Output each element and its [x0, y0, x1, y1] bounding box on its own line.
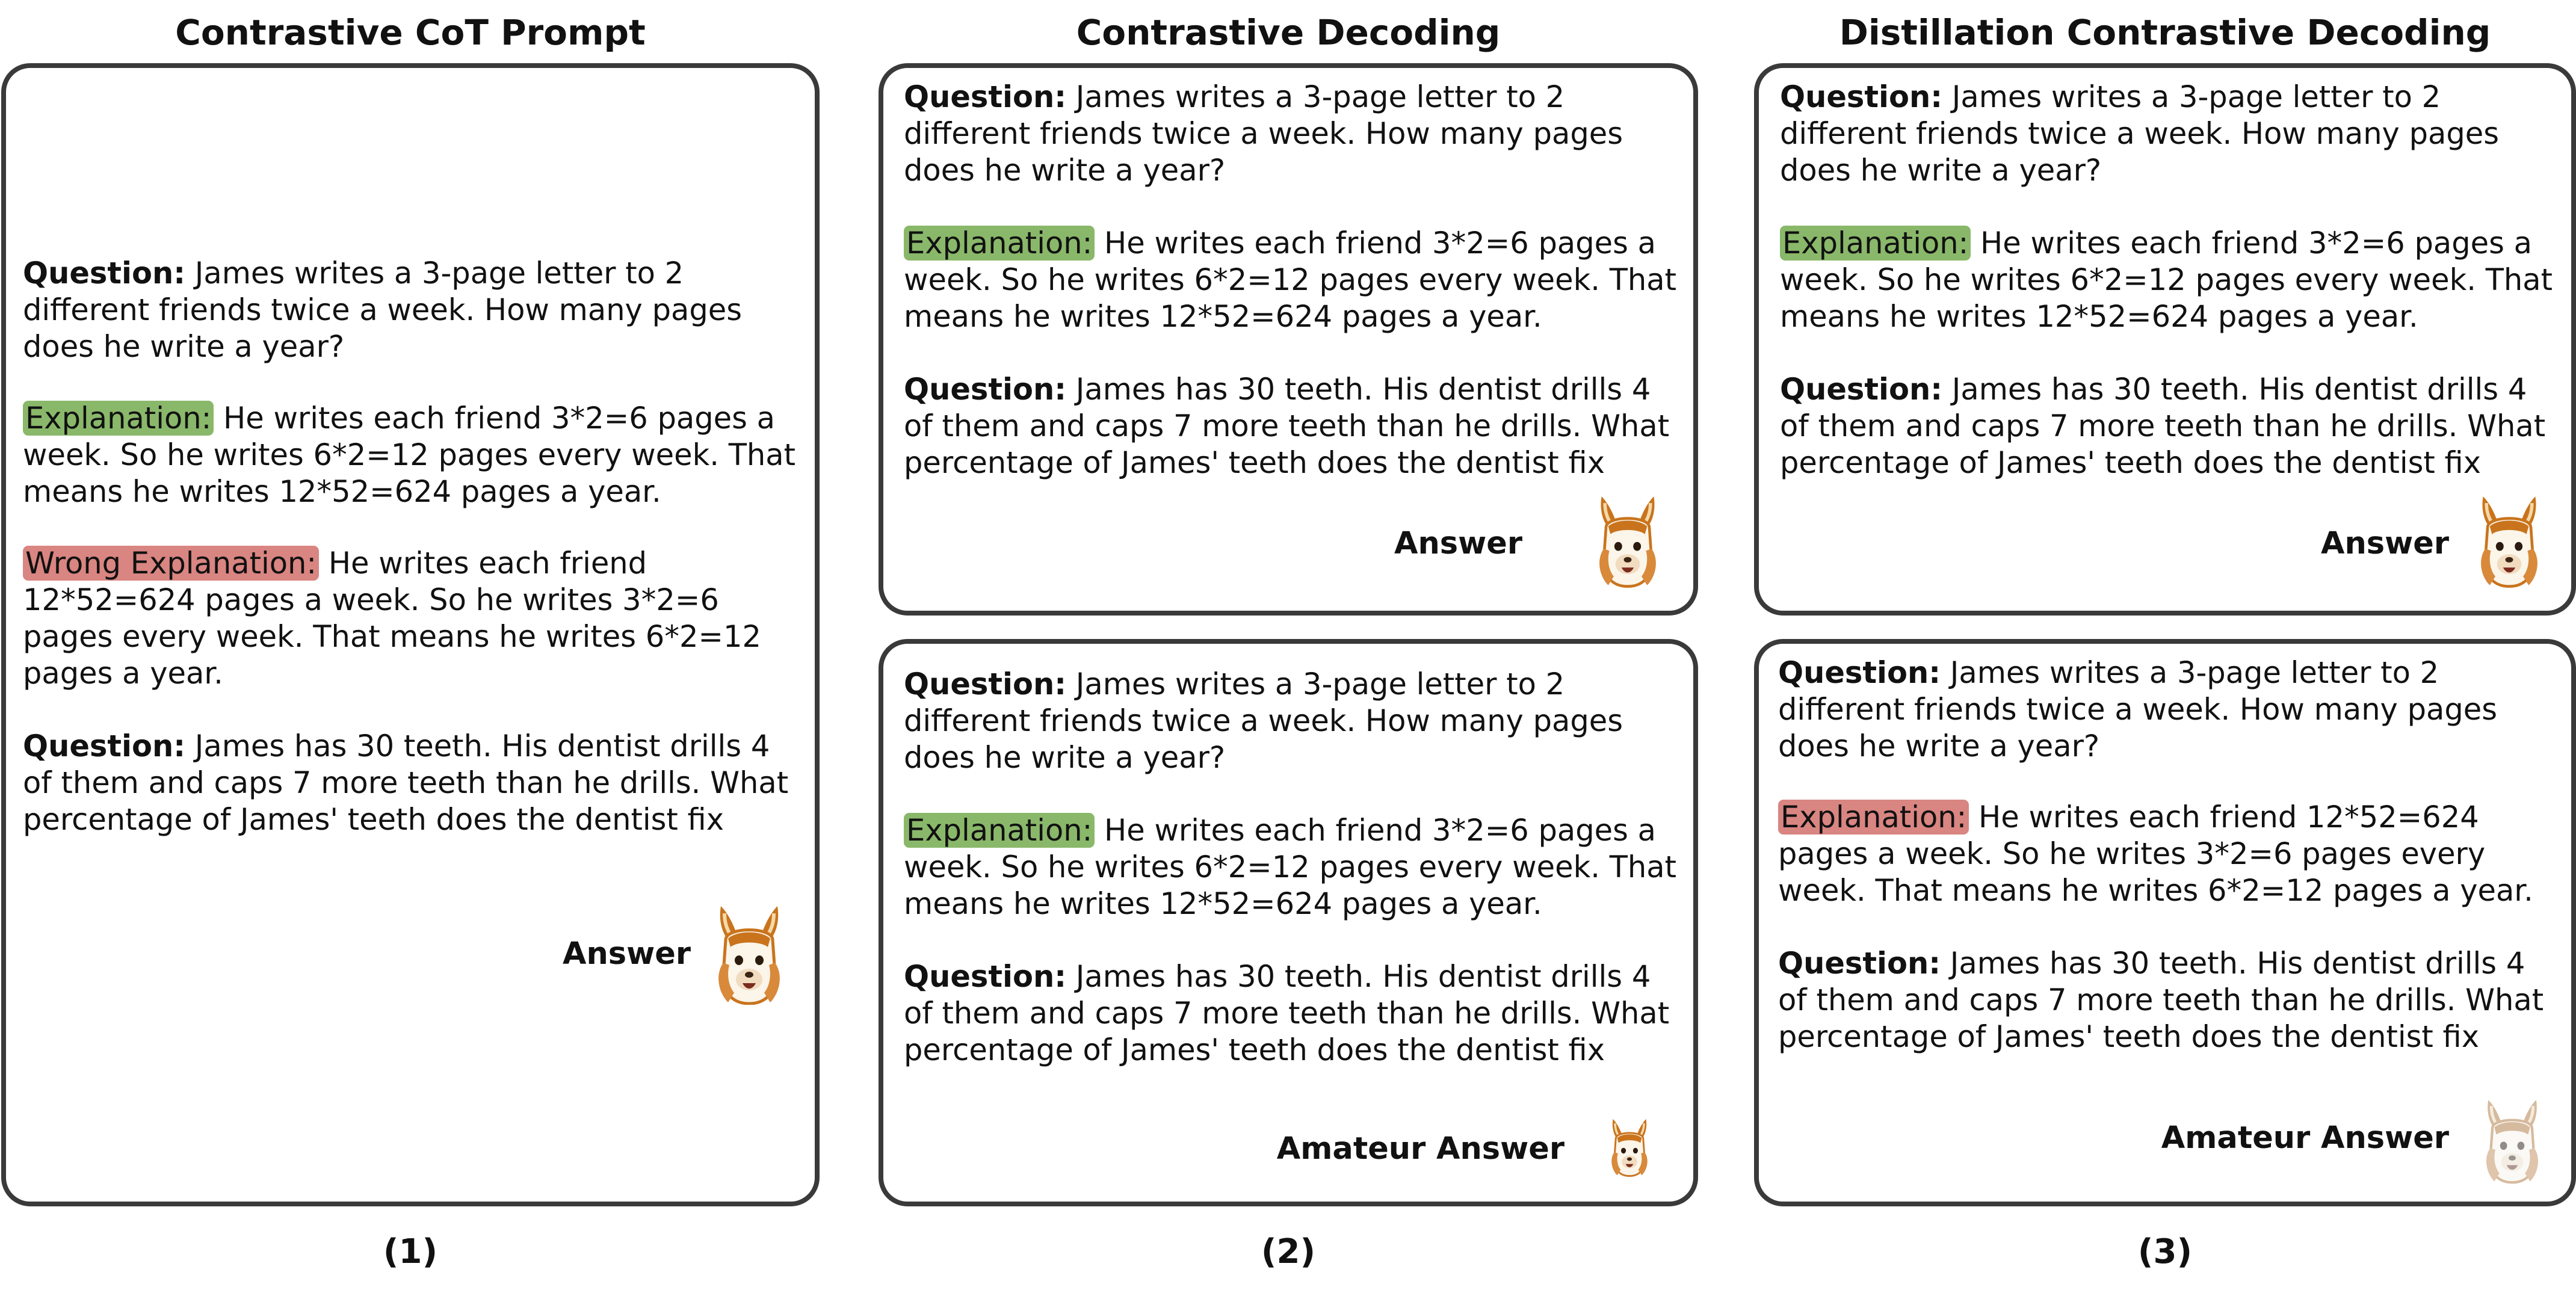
explanation-label: Explanation: [904, 813, 1095, 848]
question-text: James has 30 teeth. His dentist drills 4… [1780, 372, 2546, 480]
question-label: Question: [23, 729, 186, 764]
cot-answer-label: Answer [563, 936, 691, 972]
contrastive-cot-panel [1, 63, 820, 1206]
question-label: Question: [904, 372, 1067, 407]
question-label: Question: [1778, 946, 1941, 981]
column-title-contrastive-decoding: Contrastive Decoding [1076, 12, 1501, 53]
contrastive-decoding-expert-panel [879, 63, 1698, 616]
explanation-text: He writes each friend 3*2=6 pages a week… [23, 401, 796, 509]
explanation-text: He writes each friend 3*2=6 pages a week… [1780, 226, 2553, 334]
panel-number-3: (3) [2137, 1232, 2193, 1271]
explanation-text: He writes each friend 3*2=6 pages a week… [904, 226, 1677, 334]
small-llama-icon [1607, 1116, 1652, 1177]
question-label: Question: [1778, 655, 1941, 690]
cd-expert-question-1: Question: James writes a 3-page letter t… [904, 79, 1686, 189]
explanation-label: Explanation: [23, 401, 214, 436]
question-label: Question: [23, 256, 186, 291]
question-label: Question: [904, 79, 1067, 114]
dcd-amateur-question-2: Question: James has 30 teeth. His dentis… [1778, 945, 2560, 1055]
dcd-expert-question-1: Question: James writes a 3-page letter t… [1780, 79, 2562, 189]
dcd-expert-panel [1754, 63, 2576, 616]
cd-expert-question-2: Question: James has 30 teeth. His dentis… [904, 371, 1686, 481]
column-title-distillation-contrastive-decoding: Distillation Contrastive Decoding [1839, 12, 2491, 53]
cd-expert-explanation: Explanation: He writes each friend 3*2=6… [904, 225, 1686, 335]
cot-wrong-explanation: Wrong Explanation: He writes each friend… [23, 545, 799, 692]
question-text: James writes a 3-page letter to 2 differ… [904, 79, 1623, 188]
dcd-amateur-panel [1754, 639, 2576, 1206]
dcd-amateur-question-1: Question: James writes a 3-page letter t… [1778, 655, 2560, 765]
cot-question-2: Question: James has 30 teeth. His dentis… [23, 728, 799, 838]
question-text: James writes a 3-page letter to 2 differ… [1778, 655, 2498, 764]
question-label: Question: [1780, 372, 1943, 407]
cot-question-1: Question: James writes a 3-page letter t… [23, 255, 799, 365]
cd-amateur-explanation: Explanation: He writes each friend 3*2=6… [904, 812, 1686, 922]
question-label: Question: [1780, 79, 1943, 114]
cd-expert-answer-label: Answer [1394, 526, 1522, 561]
llama-icon [1592, 492, 1664, 588]
cot-correct-explanation: Explanation: He writes each friend 3*2=6… [23, 400, 799, 510]
question-text: James has 30 teeth. His dentist drills 4… [1778, 946, 2544, 1054]
dcd-amateur-wrong-explanation: Explanation: He writes each friend 12*52… [1778, 799, 2560, 909]
dcd-expert-answer-label: Answer [2321, 526, 2449, 561]
question-text: James writes a 3-page letter to 2 differ… [1780, 79, 2500, 188]
dcd-amateur-answer-label: Amateur Answer [2161, 1120, 2449, 1156]
panel-number-1: (1) [383, 1232, 438, 1271]
llama-icon [2473, 492, 2545, 588]
question-label: Question: [904, 959, 1067, 994]
question-text: James has 30 teeth. His dentist drills 4… [23, 729, 789, 837]
wrong-explanation-text: He writes each friend 12*52=624 pages a … [23, 546, 761, 691]
dcd-expert-explanation: Explanation: He writes each friend 3*2=6… [1780, 225, 2562, 335]
explanation-label: Explanation: [1780, 226, 1971, 261]
column-title-contrastive-cot: Contrastive CoT Prompt [175, 12, 646, 53]
question-text: James has 30 teeth. His dentist drills 4… [904, 959, 1670, 1067]
llama-icon [710, 903, 788, 1005]
explanation-label: Explanation: [1778, 800, 1969, 835]
question-text: James writes a 3-page letter to 2 differ… [904, 667, 1623, 775]
faded-llama-icon [2479, 1096, 2545, 1184]
contrastive-decoding-amateur-panel [879, 639, 1698, 1206]
cd-amateur-question-2: Question: James has 30 teeth. His dentis… [904, 958, 1686, 1069]
cd-amateur-question-1: Question: James writes a 3-page letter t… [904, 666, 1686, 776]
question-text: James has 30 teeth. His dentist drills 4… [904, 372, 1670, 480]
explanation-text: He writes each friend 12*52=624 pages a … [1778, 800, 2533, 908]
explanation-text: He writes each friend 3*2=6 pages a week… [904, 813, 1677, 921]
explanation-label: Explanation: [904, 226, 1095, 261]
wrong-explanation-label: Wrong Explanation: [23, 546, 320, 581]
question-text: James writes a 3-page letter to 2 differ… [23, 256, 743, 364]
question-label: Question: [904, 667, 1067, 702]
cd-amateur-answer-label: Amateur Answer [1276, 1131, 1564, 1167]
panel-number-2: (2) [1261, 1232, 1316, 1271]
dcd-expert-question-2: Question: James has 30 teeth. His dentis… [1780, 371, 2562, 481]
